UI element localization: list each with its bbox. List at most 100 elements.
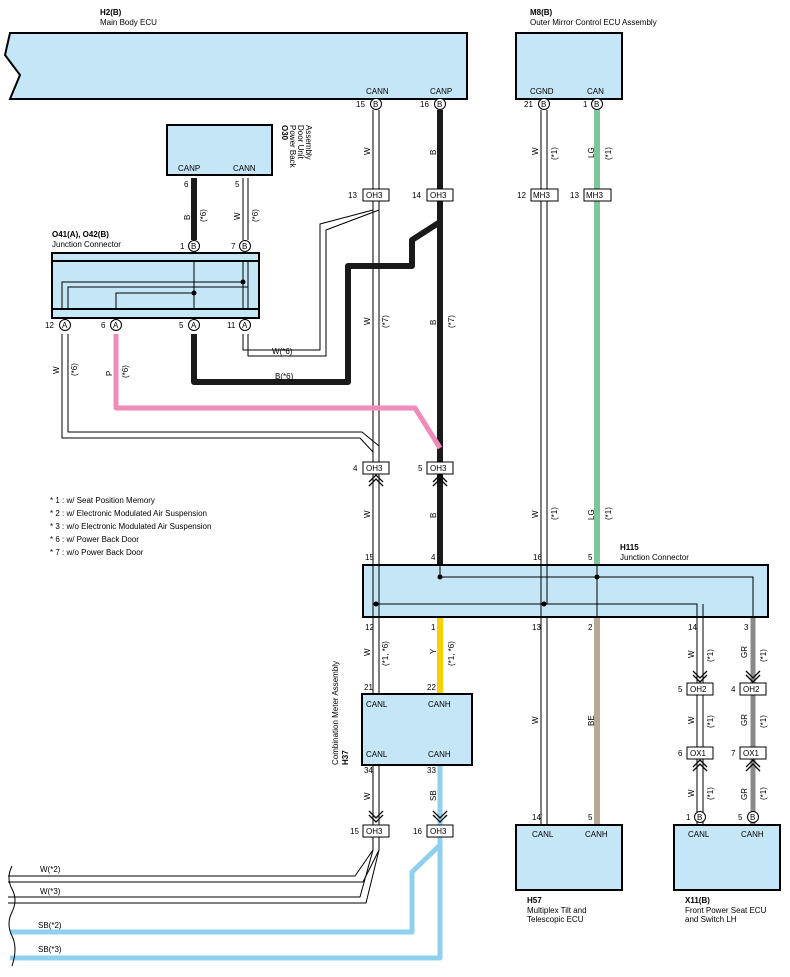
svg-text:6: 6 bbox=[101, 321, 106, 330]
o30-pin5-no: 5 bbox=[235, 180, 240, 189]
x11-code: X11(B) bbox=[685, 896, 710, 905]
svg-text:5: 5 bbox=[588, 813, 593, 822]
svg-text:LG: LG bbox=[587, 147, 596, 158]
svg-text:A: A bbox=[113, 321, 119, 330]
svg-text:(*1): (*1) bbox=[706, 649, 715, 662]
svg-text:(*6): (*6) bbox=[251, 209, 260, 222]
mh3-12: MH3 12 bbox=[517, 188, 559, 202]
m8-pin21: B 21 bbox=[524, 98, 550, 110]
svg-text:16: 16 bbox=[420, 100, 429, 109]
o41-name: Junction Connector bbox=[52, 240, 121, 249]
wire-w-main bbox=[372, 110, 380, 565]
svg-text:21: 21 bbox=[364, 683, 373, 692]
wire-o30-w bbox=[242, 178, 249, 240]
front-power-seat-ecu: CANL CANH X11(B) Front Power Seat ECU an… bbox=[673, 824, 781, 924]
svg-text:22: 22 bbox=[427, 683, 436, 692]
svg-text:(*6): (*6) bbox=[121, 365, 130, 378]
svg-text:OH2: OH2 bbox=[743, 685, 760, 694]
svg-text:12: 12 bbox=[45, 321, 54, 330]
wires bbox=[8, 110, 756, 961]
svg-text:(*1): (*1) bbox=[604, 147, 613, 160]
svg-text:1: 1 bbox=[431, 623, 436, 632]
svg-text:(*6): (*6) bbox=[70, 363, 79, 376]
note-3: * 3 : w/o Electronic Modulated Air Suspe… bbox=[50, 522, 211, 531]
svg-text:13: 13 bbox=[532, 623, 541, 632]
svg-text:(*7): (*7) bbox=[381, 315, 390, 328]
oh2-4: OH2 4 bbox=[731, 682, 767, 696]
svg-text:B: B bbox=[429, 320, 438, 325]
svg-text:LG: LG bbox=[587, 509, 596, 520]
note-1: * 1 : w/ Seat Position Memory bbox=[50, 496, 155, 505]
svg-text:A: A bbox=[62, 321, 68, 330]
wire-h115-w14 bbox=[696, 617, 704, 825]
m8-name: Outer Mirror Control ECU Assembly bbox=[530, 18, 657, 27]
wire-h115-w13 bbox=[540, 617, 548, 825]
o41-pin1: B 1 bbox=[180, 240, 200, 252]
wire-sb bbox=[10, 765, 443, 961]
svg-text:7: 7 bbox=[731, 749, 736, 758]
h2-pin15: B 15 bbox=[356, 98, 382, 110]
oh3-15: OH3 15 bbox=[350, 824, 390, 838]
svg-text:15: 15 bbox=[356, 100, 365, 109]
svg-text:A: A bbox=[242, 321, 248, 330]
svg-text:OX1: OX1 bbox=[743, 749, 760, 758]
ox1-7: OX1 7 bbox=[731, 746, 767, 760]
wire-b-branch bbox=[191, 219, 442, 385]
svg-text:W: W bbox=[687, 650, 696, 658]
svg-text:W: W bbox=[531, 716, 540, 724]
h57-name-1: Multiplex Tilt and bbox=[527, 906, 587, 915]
h37-pin-canl-1: CANL bbox=[366, 700, 388, 709]
x11-pin5: B 5 bbox=[738, 811, 759, 823]
svg-text:(*1, *6): (*1, *6) bbox=[381, 641, 390, 666]
svg-text:W: W bbox=[363, 510, 372, 518]
o30-pin-cann: CANN bbox=[233, 164, 256, 173]
tilt-telescopic-ecu: CANL CANH H57 Multiplex Tilt and Telesco… bbox=[515, 824, 623, 924]
svg-text:W: W bbox=[363, 648, 372, 656]
svg-text:(*1): (*1) bbox=[604, 507, 613, 520]
svg-text:OH3: OH3 bbox=[430, 464, 447, 473]
svg-text:B: B bbox=[191, 242, 196, 251]
pin-terminals: B 15 B 16 B 21 B 1 B 1 B 7 bbox=[45, 98, 759, 823]
note-7: * 7 : w/o Power Back Door bbox=[50, 548, 144, 557]
svg-text:15: 15 bbox=[350, 827, 359, 836]
note-6: * 6 : w/ Power Back Door bbox=[50, 535, 139, 544]
svg-text:12: 12 bbox=[365, 623, 374, 632]
svg-text:BE: BE bbox=[587, 715, 596, 726]
svg-text:3: 3 bbox=[744, 623, 749, 632]
svg-text:12: 12 bbox=[517, 191, 526, 200]
x11-pin-canh: CANH bbox=[741, 830, 764, 839]
svg-text:B: B bbox=[242, 242, 247, 251]
o41-pin7: B 7 bbox=[231, 240, 251, 252]
h2-pin16: B 16 bbox=[420, 98, 446, 110]
svg-text:OH3: OH3 bbox=[366, 827, 383, 836]
break-marks bbox=[8, 865, 16, 967]
svg-text:16: 16 bbox=[413, 827, 422, 836]
svg-text:(*1): (*1) bbox=[759, 649, 768, 662]
oh3-4: OH3 4 bbox=[353, 461, 390, 475]
h57-name-2: Telescopic ECU bbox=[527, 915, 584, 924]
svg-text:B: B bbox=[373, 100, 378, 109]
o41-pin11: A 11 bbox=[227, 319, 251, 331]
svg-text:(*6): (*6) bbox=[199, 209, 208, 222]
svg-text:15: 15 bbox=[365, 553, 374, 562]
svg-text:13: 13 bbox=[570, 191, 579, 200]
svg-text:B: B bbox=[750, 813, 755, 822]
svg-text:14: 14 bbox=[412, 191, 421, 200]
svg-text:4: 4 bbox=[731, 685, 736, 694]
o30-pin6-no: 6 bbox=[184, 180, 189, 189]
o41-pin6: A 6 bbox=[101, 319, 122, 331]
svg-text:5: 5 bbox=[418, 464, 423, 473]
svg-text:(*1): (*1) bbox=[550, 507, 559, 520]
svg-text:5: 5 bbox=[738, 813, 743, 822]
inline-connectors: OH3 13 OH3 14 MH3 12 MH3 13 OH3 4 OH3 5 bbox=[348, 188, 767, 838]
svg-text:OH3: OH3 bbox=[430, 827, 447, 836]
junction-connector-o41: O41(A), O42(B) Junction Connector bbox=[51, 230, 260, 319]
m8-pin-cgnd: CGND bbox=[530, 87, 554, 96]
svg-text:21: 21 bbox=[524, 100, 533, 109]
svg-text:W: W bbox=[363, 147, 372, 155]
svg-text:B: B bbox=[697, 813, 702, 822]
power-back-door-unit: CANP CANN 6 5 O30 Power Back Door Unit A… bbox=[166, 124, 313, 189]
svg-text:14: 14 bbox=[688, 623, 697, 632]
m8-pin-can: CAN bbox=[587, 87, 604, 96]
svg-text:W(*6): W(*6) bbox=[272, 347, 293, 356]
